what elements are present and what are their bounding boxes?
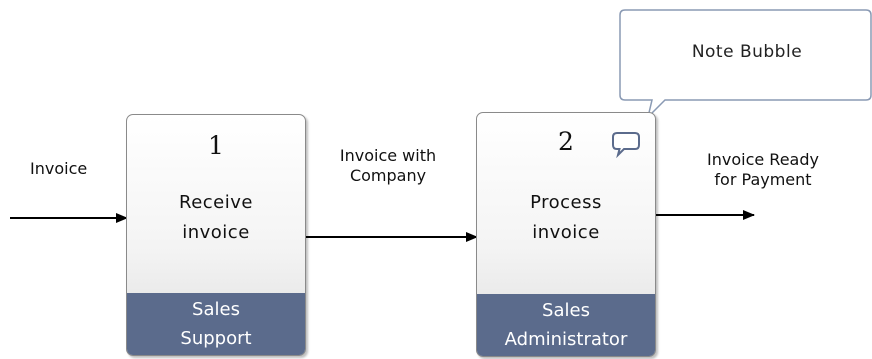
speech-bubble-icon[interactable] <box>611 130 641 158</box>
flow-label-between: Invoice with Company <box>339 146 437 185</box>
process-box-process-invoice[interactable]: 2 Process invoice Sales Administrator <box>476 112 656 357</box>
note-bubble-text: Note Bubble <box>691 42 803 62</box>
process-number: 2 <box>558 127 574 156</box>
note-bubble[interactable] <box>619 9 872 120</box>
process-role-band: Sales Administrator <box>477 294 655 356</box>
process-box-receive-invoice[interactable]: 1 Receive invoice Sales Support <box>126 114 306 356</box>
process-number: 1 <box>208 131 224 160</box>
process-title: Receive invoice <box>179 192 253 243</box>
flow-label-output: Invoice Ready for Payment <box>707 150 819 189</box>
flow-label-input: Invoice <box>30 159 88 178</box>
process-role-band: Sales Support <box>127 293 305 355</box>
process-title: Process invoice <box>530 192 602 243</box>
